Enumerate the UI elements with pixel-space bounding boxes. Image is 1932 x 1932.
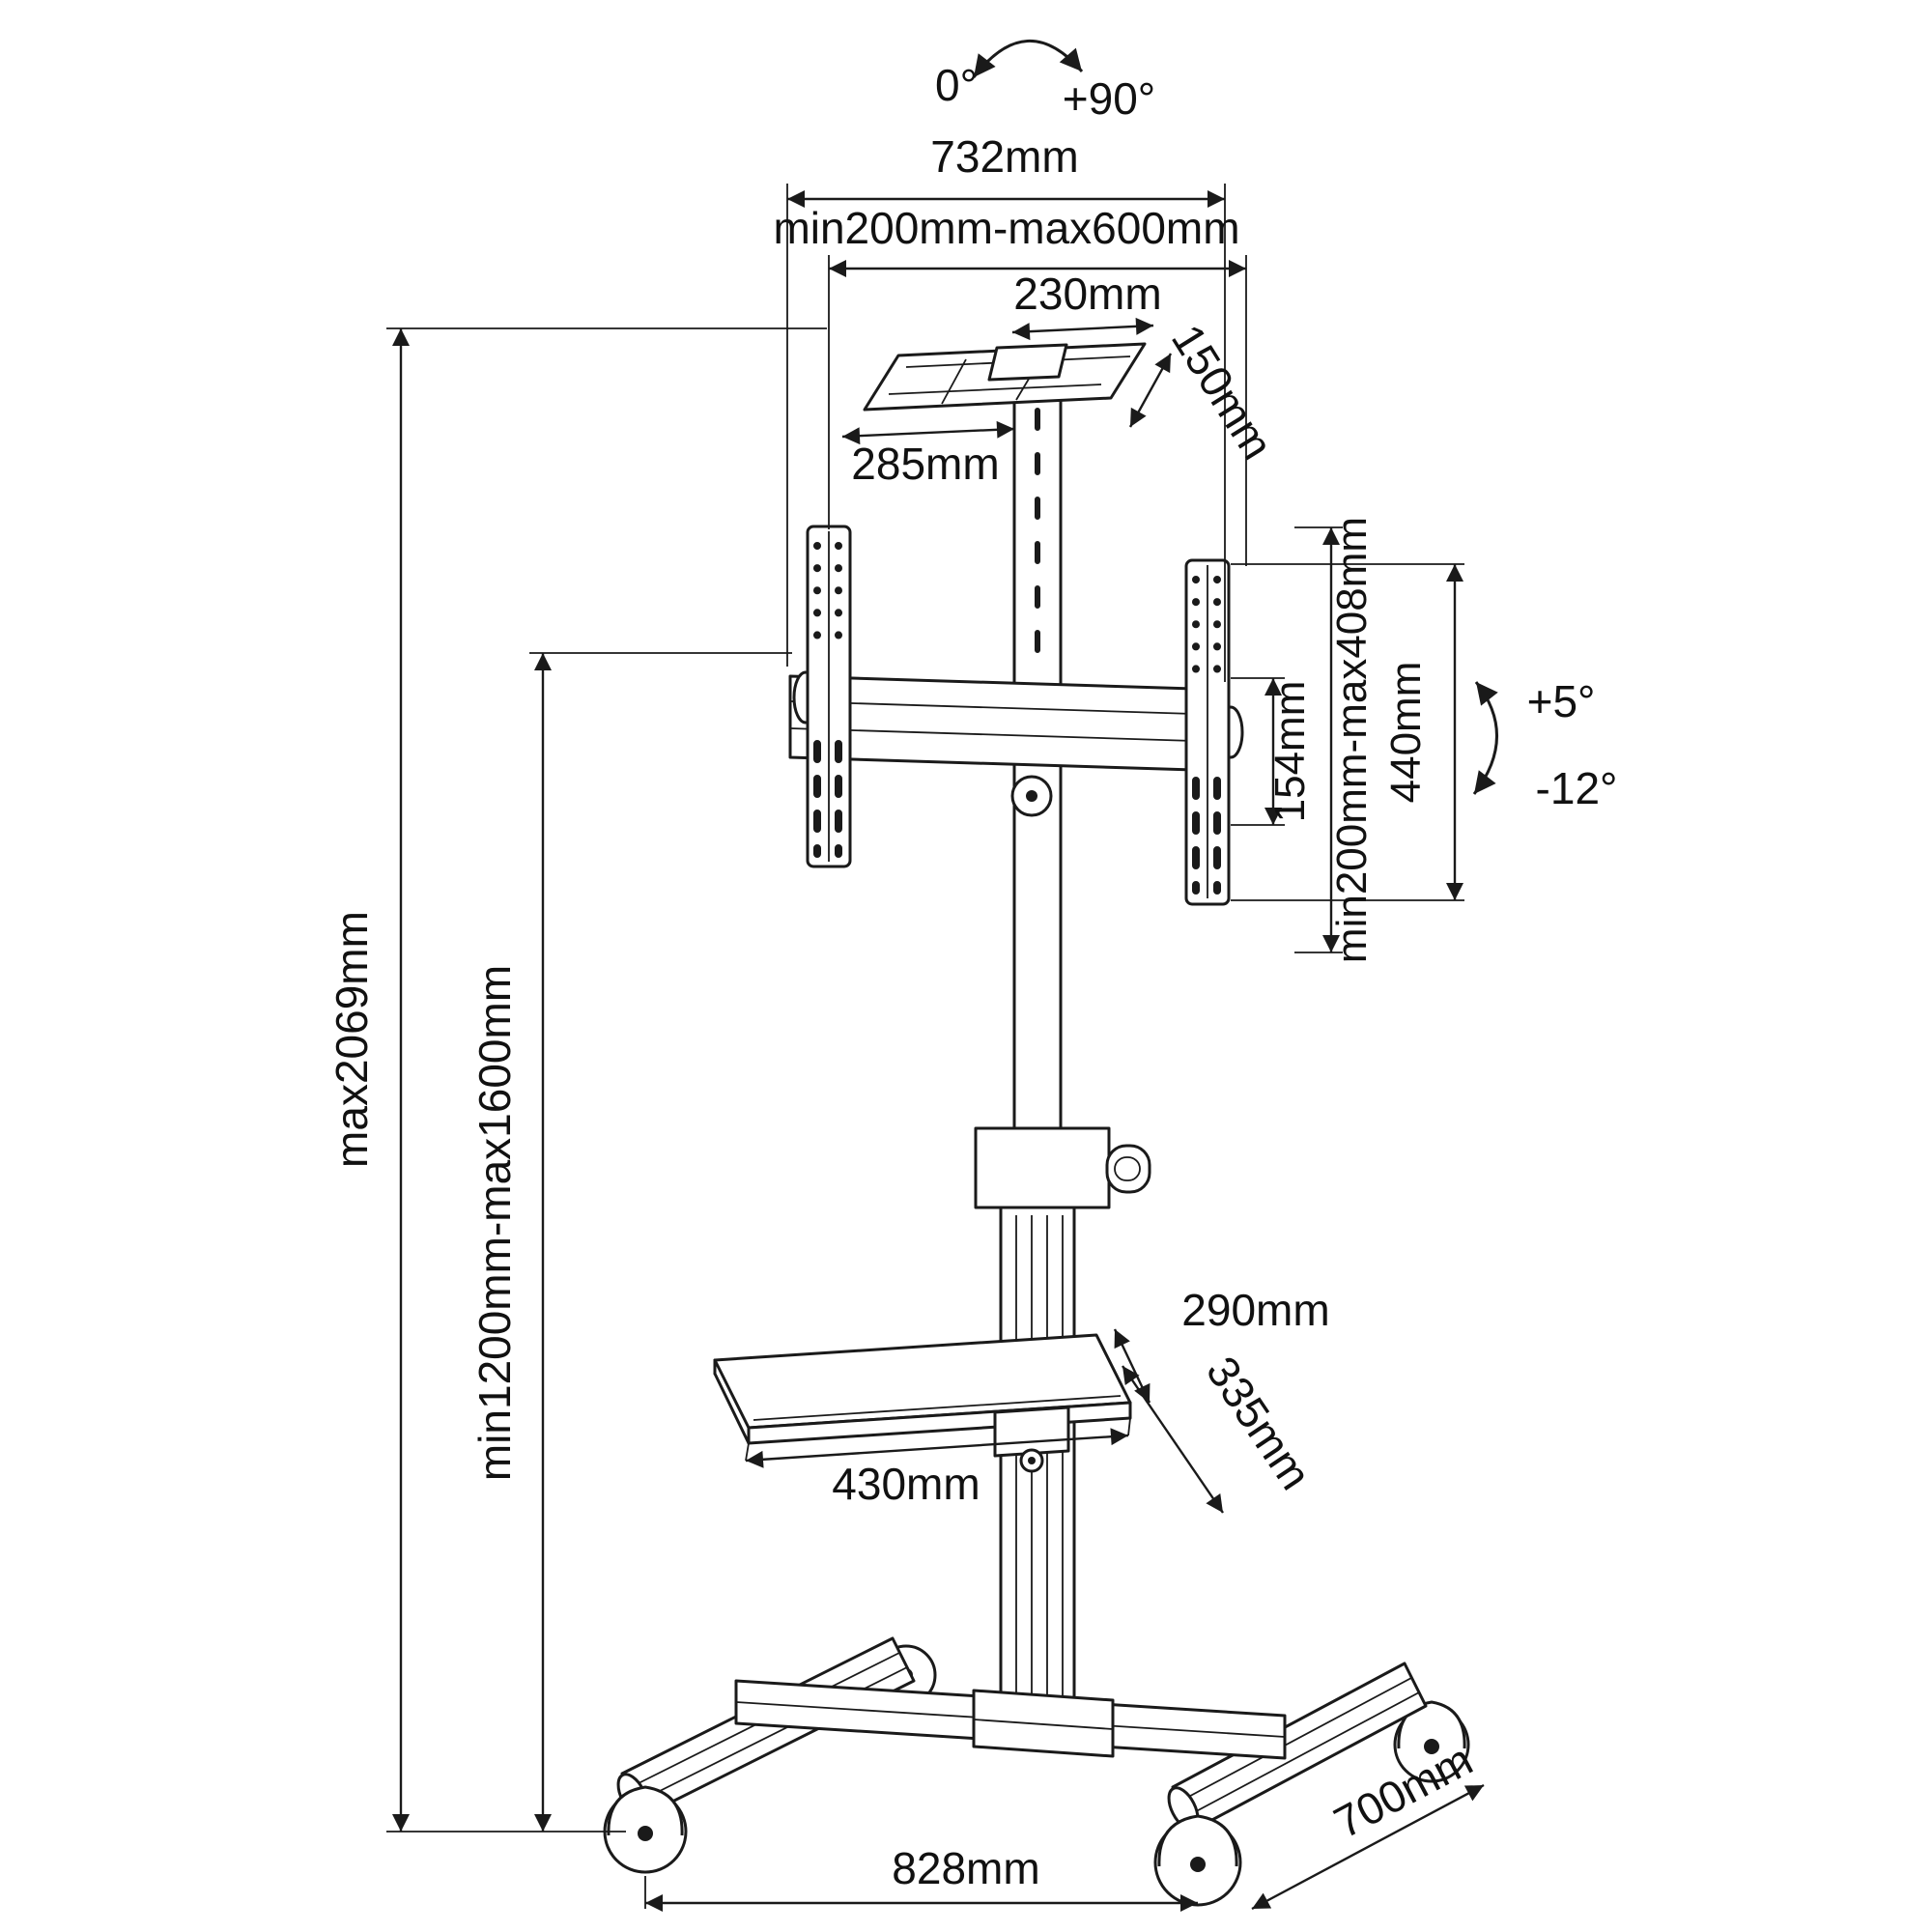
tilt-down-label: -12° xyxy=(1536,763,1618,813)
dim-height-range: min1200mm-max1600mm xyxy=(469,652,792,1832)
dim-label-top-width: 732mm xyxy=(930,131,1078,182)
dim-label-height-range: min1200mm-max1600mm xyxy=(469,965,520,1481)
dim-shelf-diagonal: 335mm xyxy=(1122,1348,1321,1514)
caster-back-right xyxy=(1393,1700,1470,1783)
vesa-bracket-left xyxy=(792,525,852,868)
dim-label-shelf-width: 430mm xyxy=(832,1459,980,1509)
rotation-indicator: 0° +90° xyxy=(935,39,1155,124)
dim-label-shelf-diagonal: 335mm xyxy=(1197,1348,1321,1498)
dim-label-vesa-width: min200mm-max600mm xyxy=(773,203,1239,253)
dim-overall-height: max2069mm xyxy=(327,327,827,1833)
dim-base-width: 828mm xyxy=(644,1843,1198,1912)
dim-bracket-height: 440mm xyxy=(1231,563,1464,901)
mount-crossbeam xyxy=(788,674,1227,773)
dim-shelf-width: 430mm xyxy=(745,1417,1131,1509)
tilt-up-label: +5° xyxy=(1527,676,1596,726)
dim-label-base-width: 828mm xyxy=(892,1843,1039,1893)
column-clamp xyxy=(974,1126,1151,1209)
tilt-knob xyxy=(1010,775,1053,817)
dim-label-tray-width: 230mm xyxy=(1013,269,1161,319)
caster-front-right xyxy=(1153,1814,1242,1907)
tilt-indicator: +5° -12° xyxy=(1472,676,1618,813)
base-hub xyxy=(972,1689,1115,1758)
dim-label-bracket-height: 440mm xyxy=(1382,662,1430,804)
dim-slot-height: 154mm xyxy=(1231,677,1314,826)
tilt-arc xyxy=(1472,681,1498,795)
dim-label-tray-depth: 150mm xyxy=(1162,316,1283,469)
dim-vesa-height: min200mm-max408mm xyxy=(1294,517,1376,963)
dim-tray-depth: 150mm xyxy=(1128,316,1283,469)
media-shelf xyxy=(713,1333,1132,1473)
dim-label-vesa-height: min200mm-max408mm xyxy=(1328,517,1376,963)
dim-label-shelf-depth: 290mm xyxy=(1181,1285,1329,1335)
dim-tray-width: 230mm xyxy=(1011,269,1162,341)
dim-label-overall-height: max2069mm xyxy=(327,911,377,1168)
top-tray xyxy=(863,342,1147,412)
dim-vesa-width: min200mm-max600mm xyxy=(773,203,1247,566)
rotation-ninety-label: +90° xyxy=(1063,73,1155,124)
dim-label-tray-front: 285mm xyxy=(851,439,999,489)
rotation-zero-label: 0° xyxy=(935,60,978,110)
rotation-arc xyxy=(972,39,1084,78)
caster-front-left xyxy=(603,1785,688,1874)
dim-label-slot-height: 154mm xyxy=(1266,681,1314,823)
dim-tray-front: 285mm xyxy=(841,420,1015,489)
vesa-bracket-right xyxy=(1184,558,1244,906)
